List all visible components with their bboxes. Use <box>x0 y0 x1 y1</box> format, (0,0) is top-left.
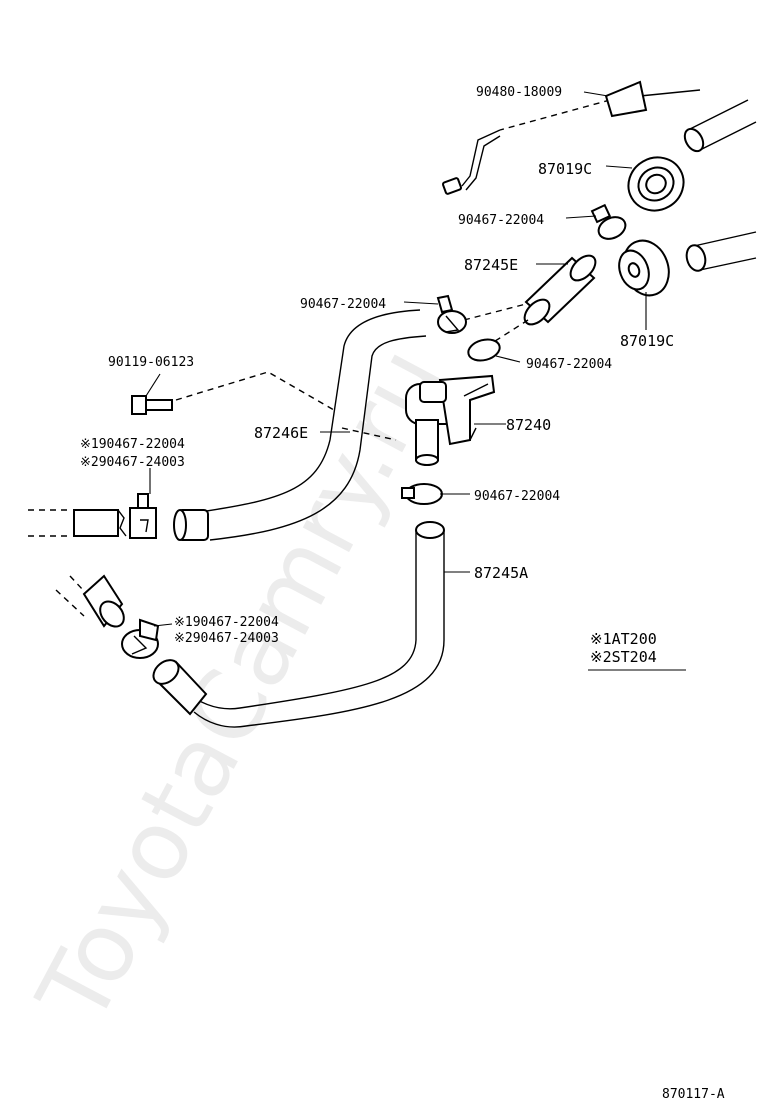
valve-guide-lower <box>341 427 397 441</box>
label-hose-e: 87245E <box>464 256 518 274</box>
clamp-right-mid <box>467 338 501 362</box>
legend-item-1: ※1AT200 <box>590 630 657 648</box>
label-grommet-bottom: 87019C <box>620 332 674 350</box>
hose-87246e <box>173 309 427 541</box>
label-grommet-top: 87019C <box>538 160 592 178</box>
label-bolt: 90119-06123 <box>108 355 194 370</box>
hose-87245e <box>523 254 597 326</box>
water-valve <box>405 374 496 466</box>
label-clamp-left-alt1: ※190467-22004 <box>80 437 185 452</box>
leader-lines <box>145 91 686 671</box>
legend-item-2: ※2ST204 <box>590 648 657 666</box>
legend: ※1AT200 ※2ST204 <box>590 630 657 666</box>
control-cable <box>441 80 701 195</box>
grommet-bottom <box>618 239 670 297</box>
label-cable: 90480-18009 <box>476 85 562 100</box>
label-clamp-top: 90467-22004 <box>458 213 544 228</box>
hose-87245a <box>152 521 445 728</box>
label-clamp-left-upper: 90467-22004 <box>300 297 386 312</box>
pipe-left-lower <box>55 574 125 628</box>
clamp-top <box>590 203 627 240</box>
label-hose-a: 87245A <box>474 564 528 582</box>
clamp-below-valve <box>401 483 443 505</box>
clamp-left-bottom <box>121 618 160 659</box>
label-clamp-left-alt2: ※290467-24003 <box>80 455 185 470</box>
grommet-top <box>627 156 685 212</box>
figure-code: 870117-A <box>662 1087 725 1102</box>
pipe-right-upper <box>683 99 757 153</box>
label-valve: 87240 <box>506 416 551 434</box>
label-hose-246e: 87246E <box>254 424 308 442</box>
label-clamp-below-valve: 90467-22004 <box>474 489 560 504</box>
bolt <box>131 371 335 415</box>
label-clamp-right-mid: 90467-22004 <box>526 357 612 372</box>
label-clamp-lower-alt2: ※290467-24003 <box>174 631 279 646</box>
clamp-left-lower <box>129 493 157 539</box>
pipe-left <box>28 509 127 537</box>
clamp-left-upper <box>436 294 467 334</box>
label-clamp-lower-alt1: ※190467-22004 <box>174 615 279 630</box>
pipe-right-lower <box>685 231 757 272</box>
